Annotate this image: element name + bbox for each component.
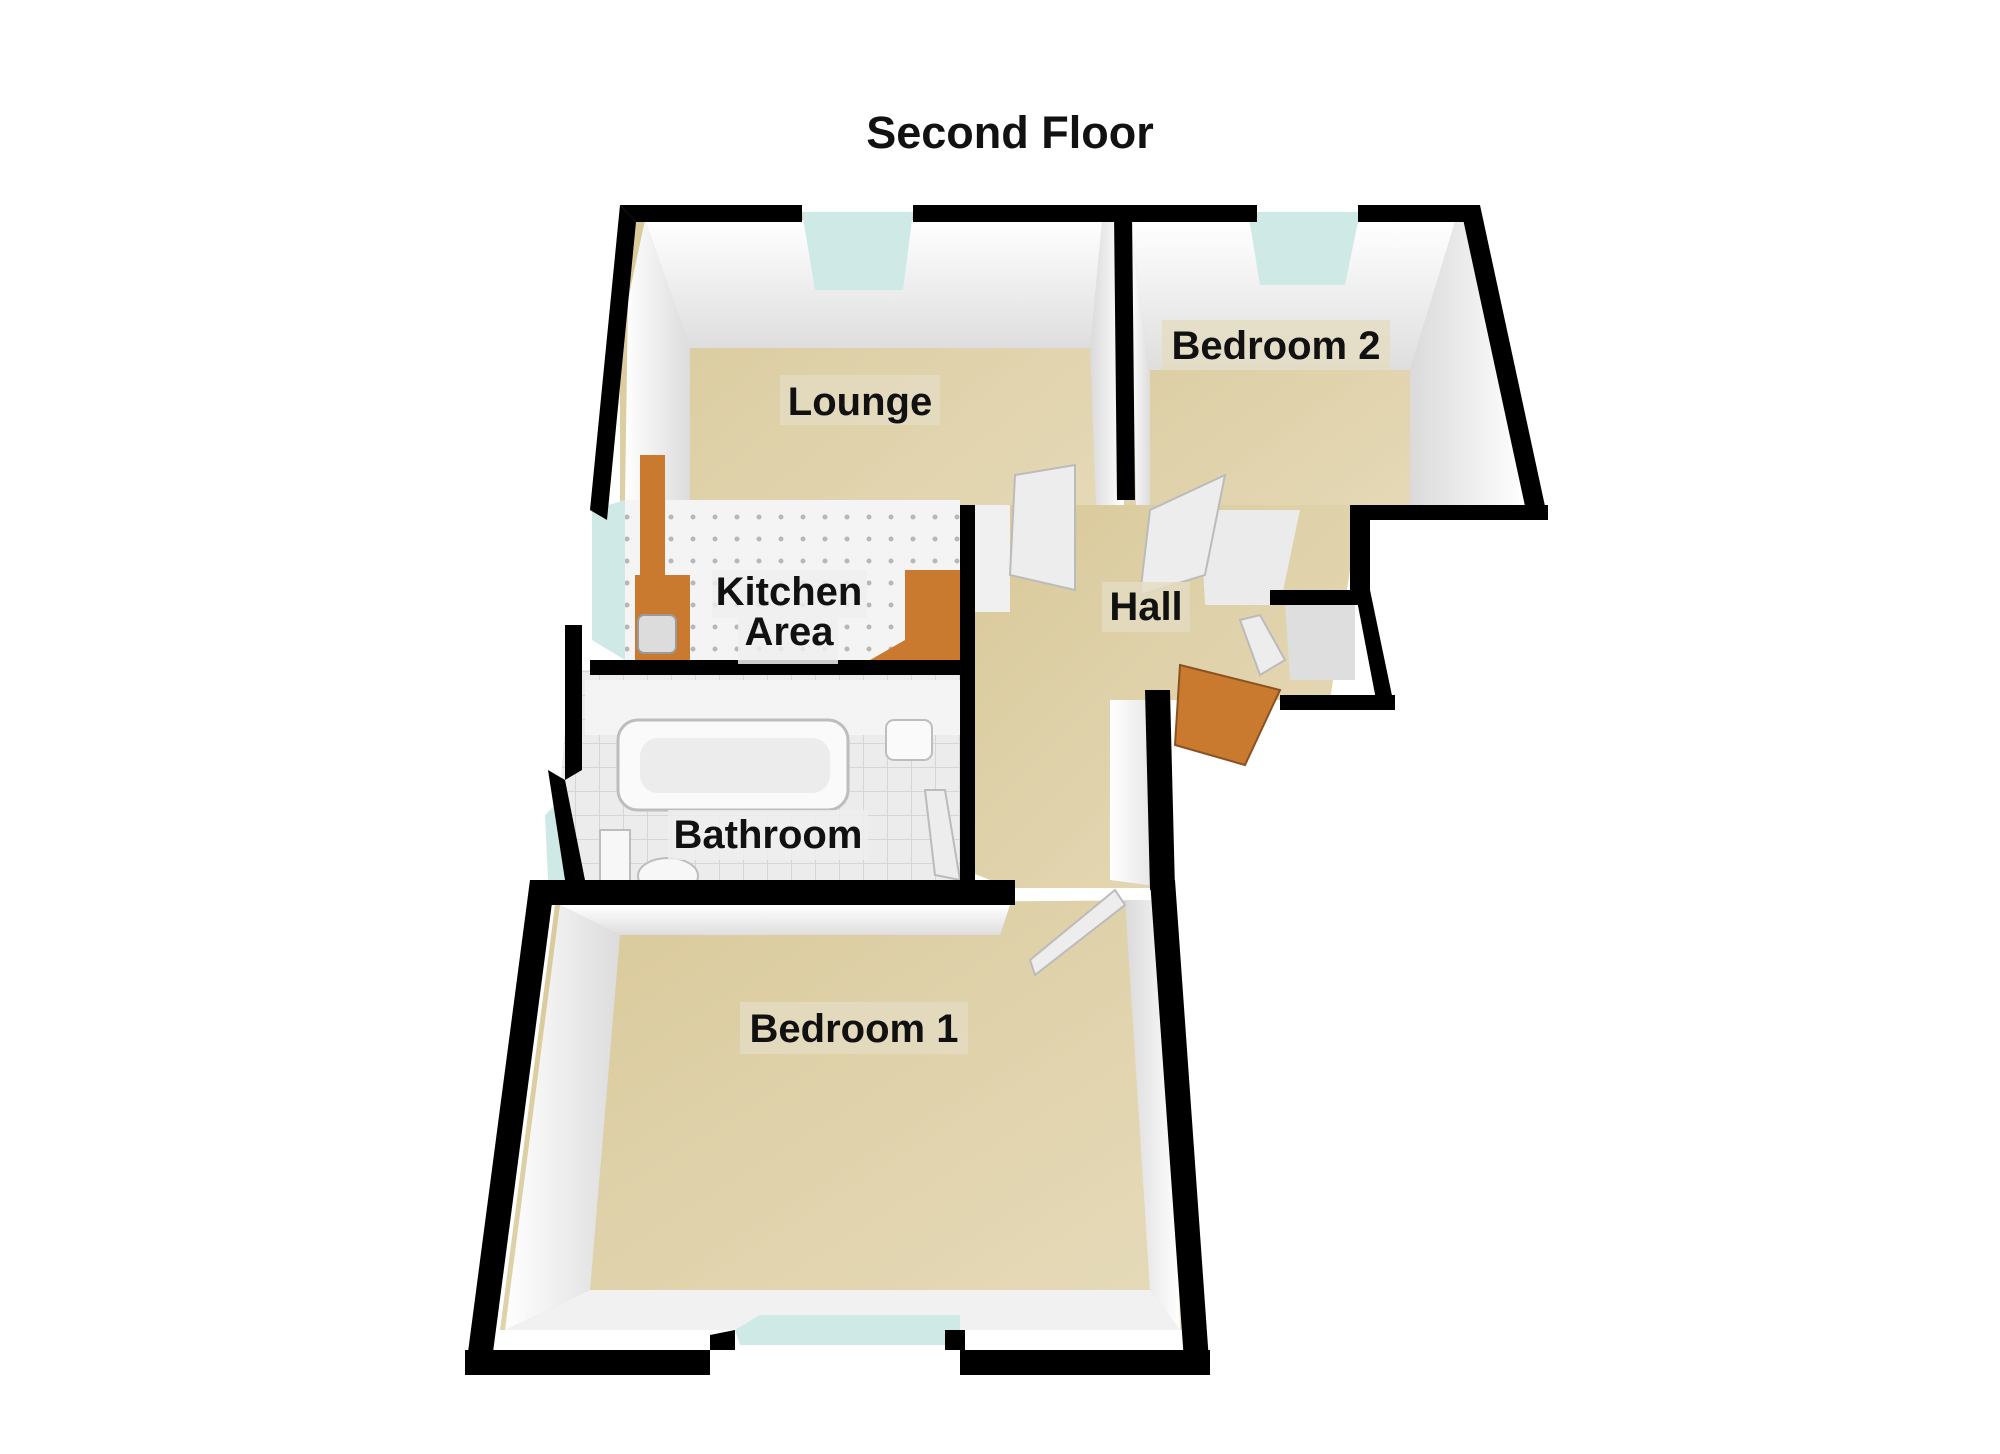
room-labels: Lounge Bedroom 2 Kitchen Area Hall Bathr… bbox=[668, 320, 1390, 1054]
kitchen-label-line2: Area bbox=[745, 610, 835, 654]
doors bbox=[923, 463, 1287, 977]
bedroom-1-label: Bedroom 1 bbox=[750, 1007, 959, 1051]
bedroom-1-door-icon bbox=[1028, 888, 1127, 977]
bathroom-label: Bathroom bbox=[674, 813, 863, 857]
bedroom-2-label: Bedroom 2 bbox=[1172, 324, 1381, 368]
basin-icon bbox=[885, 719, 933, 761]
bedroom-1-window bbox=[735, 1315, 960, 1345]
lounge-door-icon bbox=[1008, 463, 1076, 592]
entrance-door-icon bbox=[1173, 663, 1282, 767]
walls bbox=[465, 205, 1548, 1375]
bedroom-2-door-icon bbox=[1138, 473, 1227, 597]
lounge-window bbox=[802, 212, 913, 290]
kitchen-label-line1: Kitchen bbox=[716, 570, 863, 614]
hall-label: Hall bbox=[1109, 585, 1182, 629]
bedroom-2-window bbox=[1248, 212, 1360, 285]
bedroom-1-room bbox=[500, 900, 1185, 1345]
bathroom-room bbox=[545, 670, 965, 895]
floor-title: Second Floor bbox=[866, 107, 1154, 158]
lounge-label: Lounge bbox=[788, 380, 932, 424]
